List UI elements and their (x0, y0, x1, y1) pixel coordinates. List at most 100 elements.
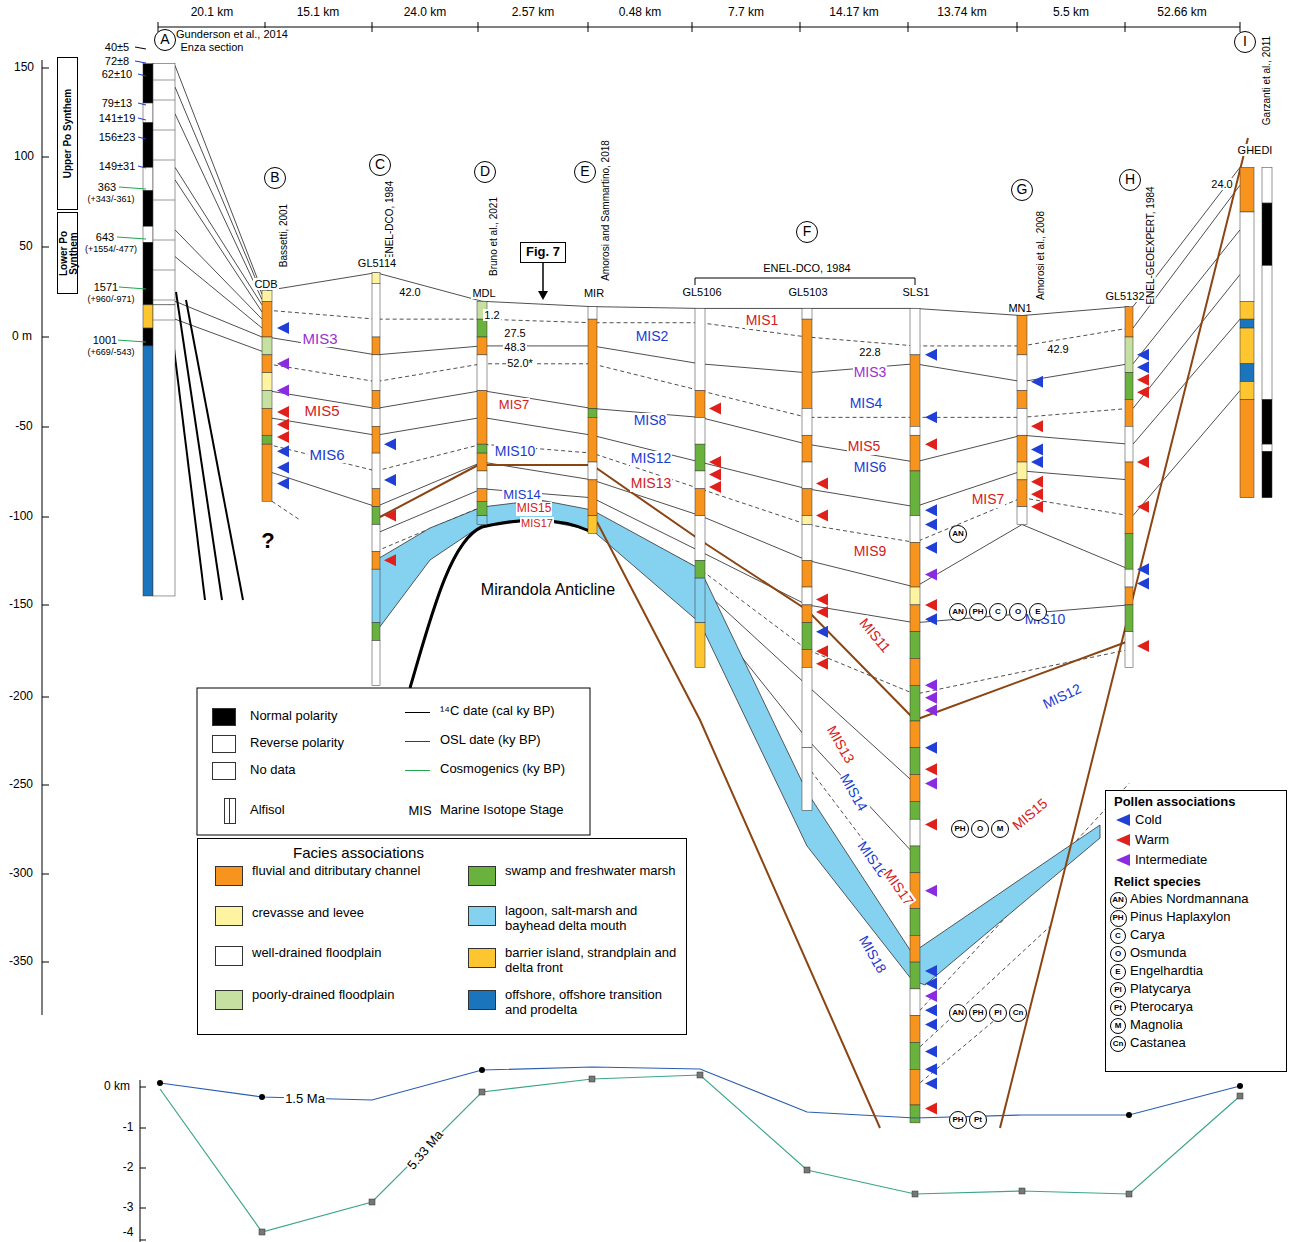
axis-tick (42, 68, 49, 69)
correlation-line (1133, 391, 1240, 516)
scale-tick (478, 22, 479, 32)
annotation-label: GL5103 (787, 286, 828, 298)
scale-tick (1017, 22, 1018, 32)
annotation-label: 7.7 km (727, 6, 765, 19)
pollen-triangle (925, 599, 937, 611)
annotation-label: MIS6 (853, 460, 888, 475)
symbol-circle: C (1110, 928, 1126, 944)
pollen-triangle (1137, 640, 1149, 652)
facies-bed (1125, 605, 1133, 632)
annotation-label: 100 (13, 150, 35, 163)
facies-bed (802, 623, 812, 650)
node-text: H (1125, 172, 1135, 187)
annotation-label: MIS (407, 804, 432, 818)
line-sample (405, 712, 430, 713)
color-swatch (212, 708, 236, 726)
legend-text: Carya (1130, 928, 1165, 943)
node-text: O (1115, 950, 1121, 959)
facies-bed (372, 525, 380, 552)
facies-bed (262, 337, 272, 355)
annotation-label: -300 (8, 867, 34, 880)
facies-bed (1017, 507, 1027, 525)
facies-bed (153, 305, 175, 596)
facies-bed (910, 962, 920, 989)
node-text: M (1115, 1022, 1122, 1031)
facies-bed (588, 408, 597, 417)
facies-bed (1017, 355, 1027, 391)
facies-bed (1240, 382, 1254, 400)
annotation-label: 0 km (103, 1080, 131, 1093)
facies-bed (1017, 408, 1027, 435)
pollen-triangle (1137, 361, 1149, 373)
annotation-label: MIS12 (630, 451, 672, 466)
pollen-triangle (1137, 374, 1149, 386)
pollen-triangle (384, 554, 396, 566)
legend-text: Normal polarity (250, 709, 337, 724)
facies-bed (910, 775, 920, 802)
legend-text: Cold (1135, 813, 1162, 828)
annotation-label: ENEL-GEOEXPERT, 1984 (1144, 185, 1155, 305)
data-square (912, 1191, 918, 1197)
data-square (1237, 1093, 1243, 1099)
facies-bed (1240, 301, 1254, 319)
facies-bed (143, 346, 153, 596)
legend-text: No data (250, 763, 296, 778)
pollen-triangle (1031, 376, 1043, 388)
facies-bed (910, 685, 920, 721)
annotation-label: 14.17 km (828, 6, 879, 19)
node-text: A (160, 32, 169, 47)
data-square (259, 1229, 265, 1235)
facies-bed (372, 641, 380, 686)
facies-bed (1262, 451, 1272, 497)
annotation-label: Gunderson et al., 2014 (175, 28, 289, 40)
annotation-label: 1.2 (483, 309, 500, 321)
annotation-label: 13.74 km (936, 6, 987, 19)
annotation-label: MIS9 (853, 544, 888, 559)
scale-tick (588, 22, 589, 32)
facies-bed (1262, 203, 1272, 266)
symbol-circle: G (1011, 179, 1033, 201)
axis-tick (42, 517, 49, 518)
annotation-label: -4 (122, 1226, 135, 1239)
synthem-box: Upper Po Synthem (57, 57, 78, 210)
facies-bed (262, 291, 272, 302)
facies-bed (1017, 435, 1027, 462)
facies-bed (1125, 533, 1133, 569)
legend-heading: Facies associations (293, 845, 424, 862)
unconformity-line (597, 522, 880, 1128)
legend-text: Alfisol (250, 803, 285, 818)
node-text: Cn (1013, 1009, 1024, 1018)
node-text: E (1115, 968, 1120, 977)
legend-text: Marine Isotope Stage (440, 803, 564, 818)
symbol-circle: AN (949, 525, 967, 543)
annotation-label: MIS15 (1009, 795, 1051, 834)
facies-bed (1240, 364, 1254, 382)
symbol-circle: E (574, 161, 596, 183)
symbol-circle: Cn (1009, 1004, 1027, 1022)
annotation-label: Garzanti et al., 2011 (1262, 34, 1273, 125)
symbol-circle: PH (951, 820, 969, 838)
node-text: Fig. 7 (526, 245, 560, 259)
pollen-triangle (925, 978, 937, 990)
facies-bed (588, 516, 597, 534)
facies-bed (477, 501, 487, 515)
facies-bed (1125, 337, 1133, 373)
horizon-line (160, 1067, 1240, 1118)
annotation-label: 24.0 (1210, 178, 1233, 190)
annotation-label: Bruno et al., 2021 (487, 196, 498, 277)
triangle-swatch (1115, 833, 1131, 847)
node-text: Pt (1114, 1004, 1122, 1013)
legend-text: Abies Nordmannana (1130, 892, 1249, 907)
data-square (479, 1089, 485, 1095)
annotation-label: 52.0* (506, 357, 534, 369)
legend-text: poorly-drained floodplain (252, 988, 394, 1003)
legend-text: Pterocarya (1130, 1000, 1193, 1015)
facies-bed (910, 819, 920, 846)
annotation-label: 62±10 (101, 68, 134, 80)
annotation-label: MIS1 (745, 313, 780, 328)
bounding-line (186, 300, 243, 600)
legend-text: offshore, offshore transition and prodel… (505, 988, 680, 1018)
facies-bed (143, 123, 153, 168)
facies-bed (1017, 391, 1027, 409)
legend-text: Reverse polarity (250, 736, 344, 751)
